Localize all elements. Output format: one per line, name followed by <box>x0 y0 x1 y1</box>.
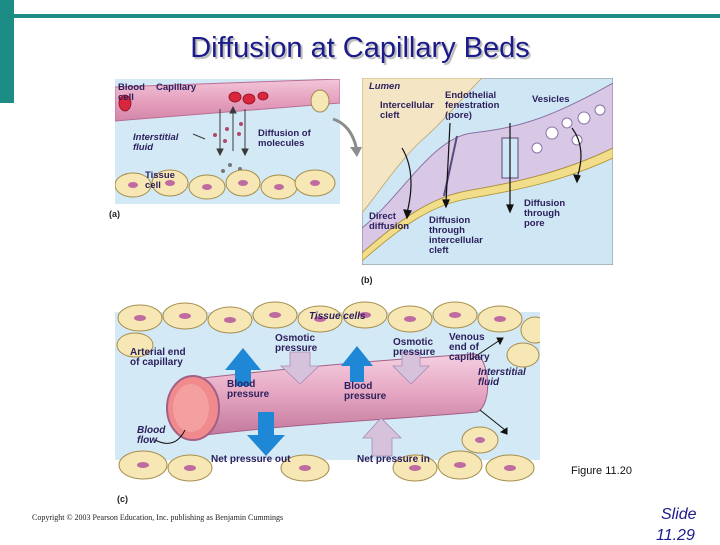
label-direct-diffusion: Direct diffusion <box>369 211 410 232</box>
label-blood-pressure-right: Blood pressure <box>344 381 387 402</box>
panel-letter-b: (b) <box>361 275 373 285</box>
figure-caption: Figure 11.20 <box>571 465 632 477</box>
slide-label: Slide <box>661 506 697 523</box>
panel-a-illustration <box>115 79 340 204</box>
copyright-notice: Copyright © 2003 Pearson Education, Inc.… <box>32 513 284 522</box>
label-net-pressure-out: Net pressure out <box>211 454 291 465</box>
label-interstitial-fluid-a: Interstitial fluid <box>133 132 179 153</box>
label-arterial-end: Arterial end of capillary <box>130 347 186 368</box>
accent-bar-left <box>0 0 14 103</box>
panel-letter-a: (a) <box>109 209 120 219</box>
label-blood-flow: Blood flow <box>137 425 166 446</box>
label-venous-end: Venous end of capillary <box>449 332 490 363</box>
slide-title: Diffusion at Capillary Beds <box>190 32 530 64</box>
accent-bar-top <box>14 14 720 18</box>
label-diffusion-of-molecules: Diffusion of molecules <box>258 128 311 149</box>
label-interstitial-fluid-c: Interstitial fluid <box>478 367 526 388</box>
label-lumen: Lumen <box>369 81 401 92</box>
label-blood-pressure-left: Blood pressure <box>227 379 270 400</box>
panel-c-illustration <box>115 301 540 482</box>
label-diffusion-through-cleft: Diffusion through intercellular cleft <box>429 215 483 256</box>
panel-b-illustration <box>362 78 613 265</box>
label-tissue-cells: Tissue cells <box>309 311 366 322</box>
label-diffusion-through-pore: Diffusion through pore <box>524 198 566 229</box>
connector-arrow <box>332 117 362 157</box>
label-capillary: Capillary <box>156 82 197 93</box>
slide-number: 11.29 <box>656 527 695 544</box>
panel-letter-c: (c) <box>117 494 128 504</box>
label-vesicles: Vesicles <box>532 94 570 105</box>
label-blood-cell: Blood cell <box>118 82 145 103</box>
label-osmotic-pressure-right: Osmotic pressure <box>393 337 436 358</box>
label-endothelial-fenestration: Endothelial fenestration (pore) <box>445 90 500 121</box>
label-osmotic-pressure-left: Osmotic pressure <box>275 333 318 354</box>
label-net-pressure-in: Net pressure in <box>357 454 430 465</box>
label-intercellular-cleft: Intercellular cleft <box>380 100 434 121</box>
label-tissue-cell: Tissue cell <box>145 170 175 191</box>
